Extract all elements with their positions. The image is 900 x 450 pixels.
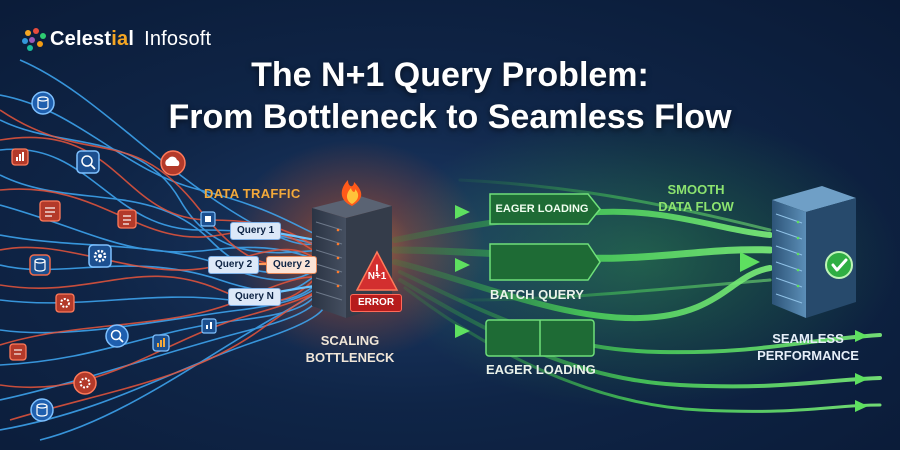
query-tag-3: Query 2 (266, 256, 318, 274)
eager-loading-box (485, 319, 595, 357)
warning-icon: ! (355, 250, 399, 291)
server-icon (200, 211, 216, 227)
title-line-2: From Bottleneck to Seamless Flow (168, 98, 732, 136)
n-plus-one-warning: N+1 (367, 271, 387, 282)
gear-icon (88, 244, 112, 268)
brand-suffix: Infosoft (144, 27, 212, 50)
green-flow-bands (391, 178, 882, 413)
query-tag-1: Query 1 (230, 222, 282, 240)
brand: Celestial Infosoft (50, 24, 211, 54)
chart-icon (201, 318, 217, 334)
seamless-line-1: SEAMLESS (772, 331, 844, 346)
green-arrows (455, 205, 868, 412)
database-icon (30, 398, 54, 422)
fire-icon (341, 180, 362, 206)
seamless-line-2: PERFORMANCE (757, 348, 859, 363)
gear-icon (55, 293, 75, 313)
brand-logo-icon (22, 28, 46, 51)
chart-icon (11, 148, 29, 166)
eager-loading-pill (489, 193, 601, 225)
batch-query-label: BATCH QUERY (490, 287, 584, 302)
document-icon (39, 200, 61, 222)
smooth-line-2: DATA FLOW (658, 199, 734, 214)
eager-loading-label: EAGER LOADING (486, 362, 596, 377)
chart-icon (152, 334, 170, 352)
page-title: The N+1 Query Problem: From Bottleneck t… (0, 54, 900, 138)
database-icon (31, 91, 55, 115)
smooth-line-1: SMOOTH (667, 182, 725, 197)
query-tag-2: Query 2 (208, 256, 260, 274)
bottleneck-line-1: SCALING (320, 333, 380, 348)
brand-name: Celestial (50, 27, 135, 50)
document-icon (117, 209, 137, 229)
gear-icon (73, 371, 97, 395)
document-icon (9, 343, 27, 361)
bottleneck-line-2: BOTTLENECK (305, 350, 395, 365)
cloud-icon (160, 150, 186, 176)
batch-query-pill (489, 243, 601, 281)
svg-text:!: ! (375, 261, 380, 277)
left-icons (9, 91, 217, 422)
error-badge: ERROR (350, 294, 402, 312)
seamless-performance-label: SEAMLESS PERFORMANCE (752, 330, 864, 364)
database-icon (29, 254, 51, 276)
query-tag-n: Query N (228, 288, 281, 306)
smooth-data-flow-label: SMOOTH DATA FLOW (650, 181, 742, 215)
title-line-1: The N+1 Query Problem: (251, 56, 649, 94)
eager-loading-pill-label: EAGER LOADING (495, 203, 589, 215)
search-icon (76, 150, 100, 174)
checkmark-icon (825, 251, 853, 279)
scaling-bottleneck-label: SCALING BOTTLENECK (300, 332, 400, 366)
search-icon (105, 324, 129, 348)
data-traffic-label: DATA TRAFFIC (204, 186, 301, 201)
